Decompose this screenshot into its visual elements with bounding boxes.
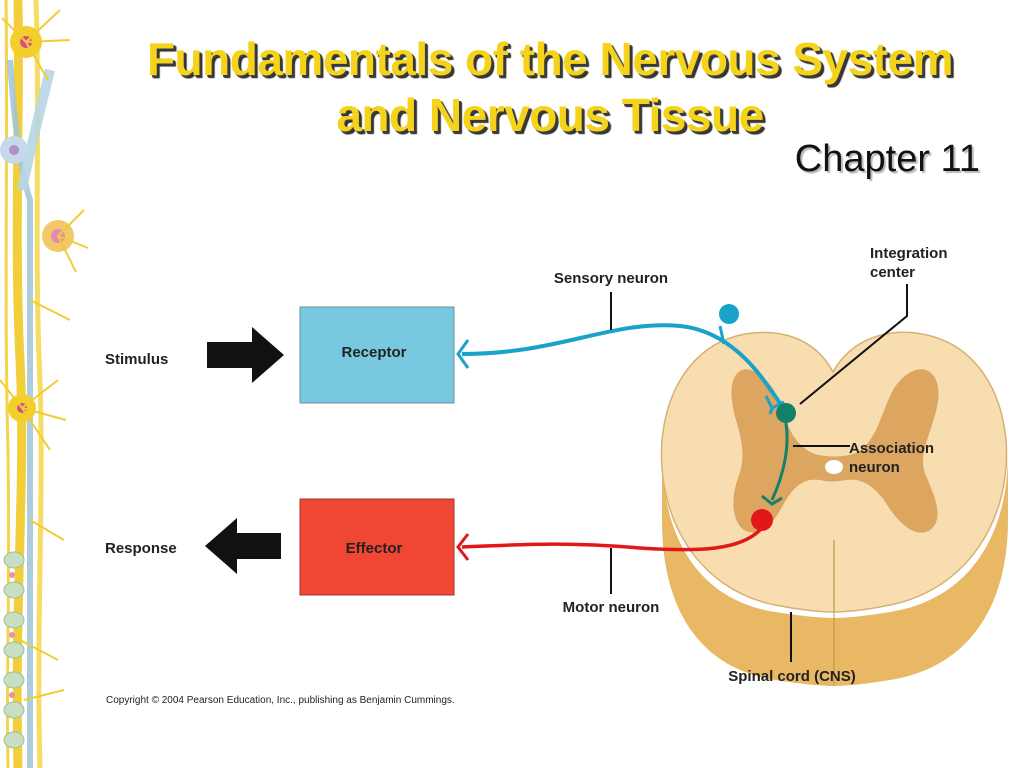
stimulus-arrow-icon xyxy=(207,327,284,383)
chapter-label: Chapter 11 xyxy=(794,138,980,180)
response-label: Response xyxy=(105,540,177,557)
effector-box xyxy=(299,498,455,596)
slide-title-line-2: and Nervous Tissue xyxy=(336,89,764,141)
spinal-cord-label: Spinal cord (CNS) xyxy=(728,668,856,685)
integration-center-label-line-1: Integration xyxy=(870,245,948,262)
spinal-cord-cross-section xyxy=(660,331,1008,686)
integration-center-leader xyxy=(799,284,908,405)
receptor-label: Receptor xyxy=(341,344,406,361)
association-neuron-label-line-1: Association xyxy=(849,440,934,457)
slide-title-line-1: Fundamentals of the Nervous System xyxy=(146,33,954,85)
effector-label: Effector xyxy=(346,540,403,557)
integration-center-label-line-2: center xyxy=(870,264,915,281)
receptor-box xyxy=(299,306,455,404)
motor-neuron-label: Motor neuron xyxy=(563,599,660,616)
neuron-border-decoration xyxy=(0,0,89,768)
stimulus-label: Stimulus xyxy=(105,351,168,368)
association-neuron xyxy=(761,403,796,506)
response-arrow-icon xyxy=(205,518,281,574)
sensory-neuron-label: Sensory neuron xyxy=(554,270,668,287)
association-neuron-label-line-2: neuron xyxy=(849,459,900,476)
sensory-neuron xyxy=(456,304,785,415)
motor-neuron xyxy=(456,509,773,561)
copyright-notice: Copyright © 2004 Pearson Education, Inc.… xyxy=(106,695,455,706)
